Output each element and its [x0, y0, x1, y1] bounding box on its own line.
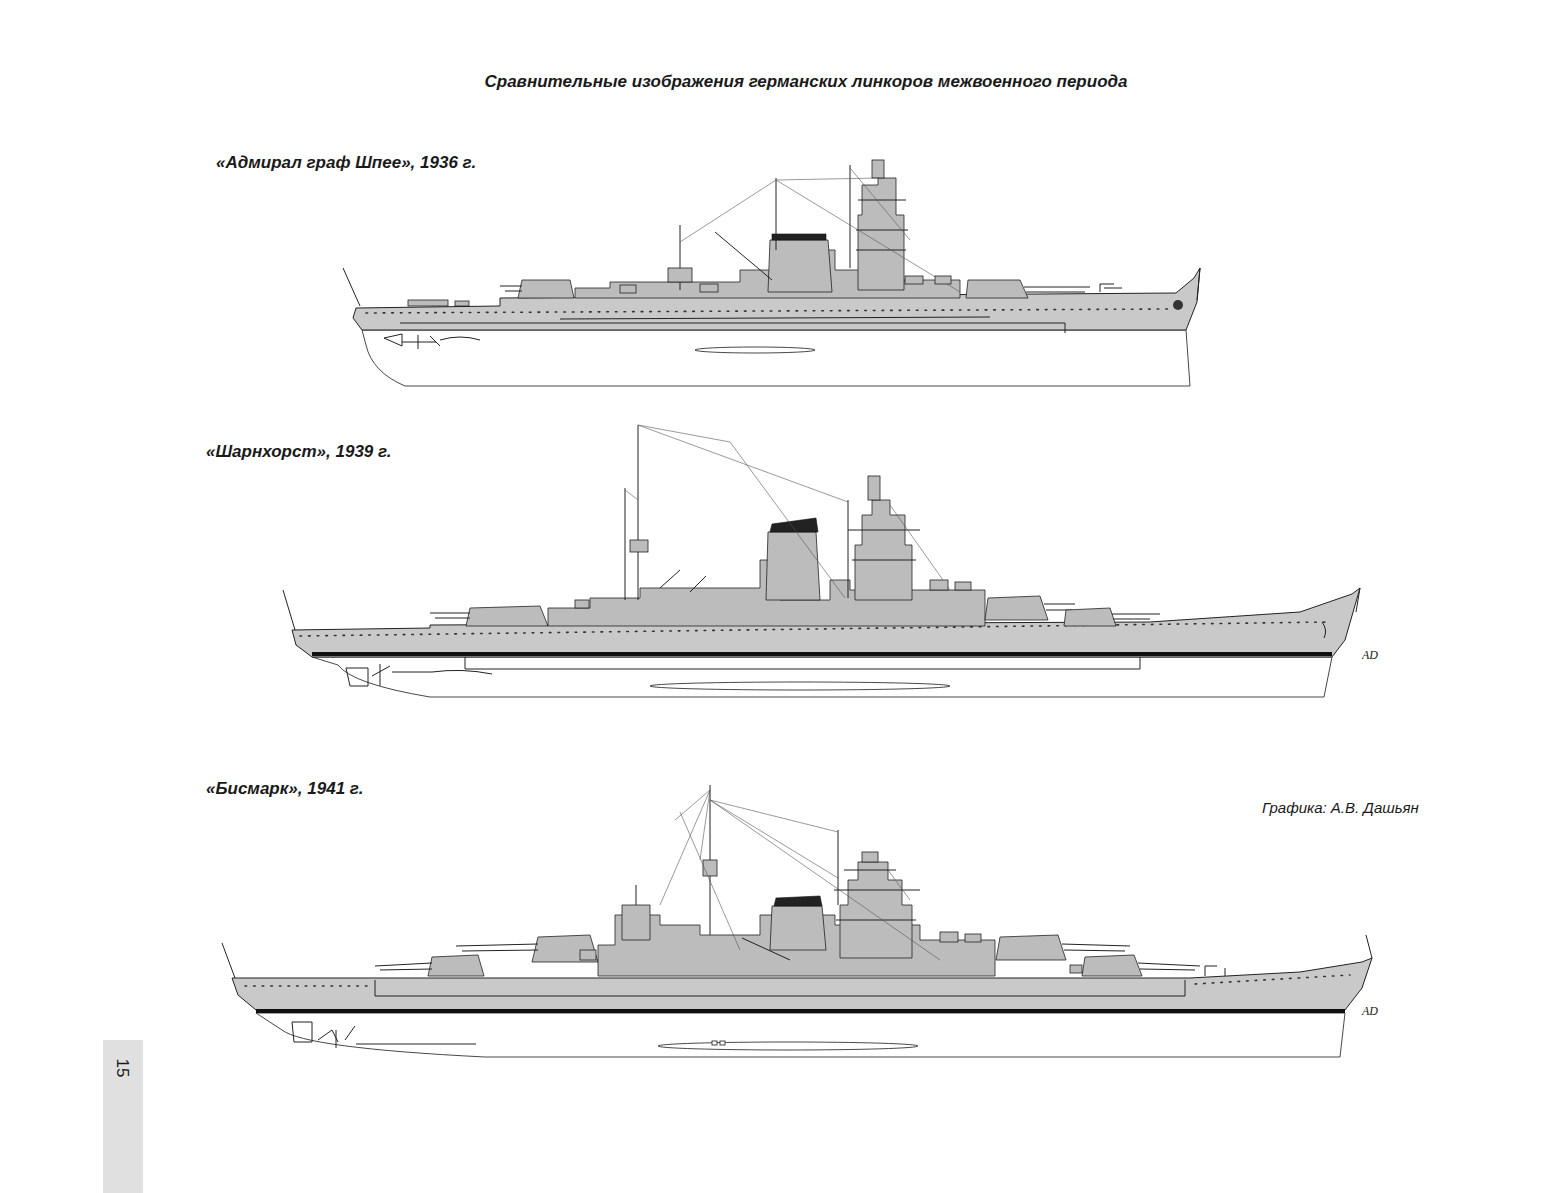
- ship-name: «Бисмарк», 1941 г.: [206, 779, 363, 799]
- page-number-strip: [103, 1040, 143, 1193]
- credit-note: Графика: А.В. Дашьян: [1262, 799, 1419, 817]
- artist-monogram: AD: [1362, 1004, 1378, 1018]
- artist-monogram: AD: [1362, 648, 1378, 662]
- scharnhorst-profile: [283, 425, 1360, 697]
- bismarck-profile: [222, 785, 1372, 1057]
- graf-spee-profile: [343, 160, 1200, 386]
- page-number: 15: [112, 1059, 132, 1078]
- ship-name: «Шарнхорст», 1939 г.: [206, 442, 392, 462]
- page-title: Сравнительные изображения германских лин…: [485, 72, 1128, 92]
- ship-name: «Адмирал граф Шпее», 1936 г.: [216, 153, 476, 173]
